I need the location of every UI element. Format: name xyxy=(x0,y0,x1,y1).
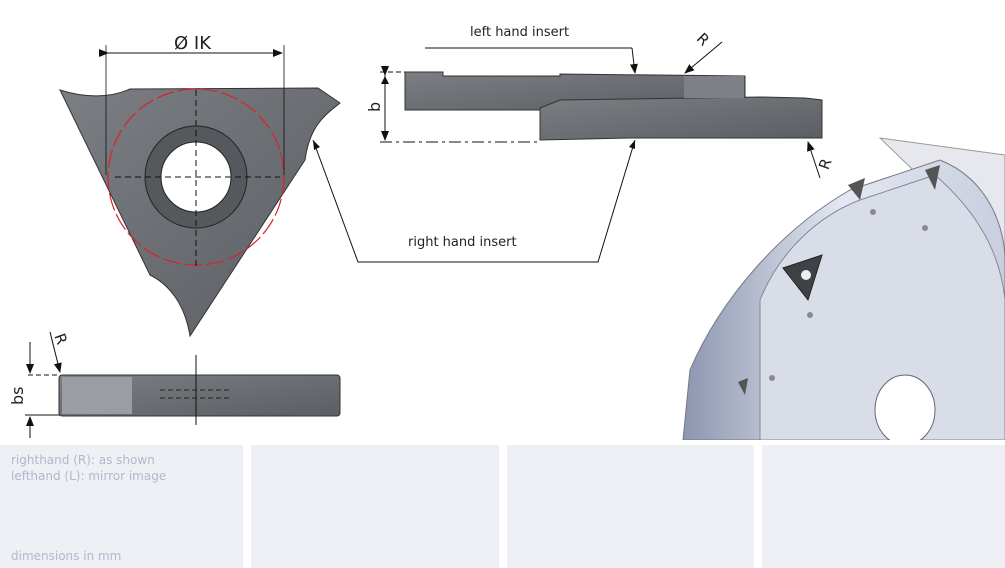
lefthand-note: lefthand (L): mirror image xyxy=(11,469,167,483)
info-panel-1: righthand (R): as shown lefthand (L): mi… xyxy=(0,445,243,568)
diameter-ik-label: Ø IK xyxy=(174,33,212,54)
right-hand-insert-label: right hand insert xyxy=(408,235,517,250)
radius-label-bottom: R xyxy=(815,156,835,172)
insert-front-views: b left hand insert R R right hand insert xyxy=(312,25,836,263)
dimensions-note: dimensions in mm xyxy=(11,549,122,563)
info-panel-2 xyxy=(251,445,499,568)
info-panel-3 xyxy=(507,445,754,568)
righthand-note: righthand (R): as shown xyxy=(11,453,155,467)
left-hand-insert-label: left hand insert xyxy=(470,25,569,40)
info-panel-4 xyxy=(762,445,1005,568)
insert-side-view: R bs xyxy=(8,331,341,438)
insert-top-view: Ø IK xyxy=(59,33,341,338)
b-label: b xyxy=(365,102,384,112)
radius-label: R xyxy=(50,331,70,347)
radius-label-top: R xyxy=(693,29,713,49)
insert-technical-drawing: Ø IK R bs b left hand insert R R xyxy=(8,25,1005,440)
milling-cutter-rendering xyxy=(682,137,1005,440)
bs-label: bs xyxy=(8,387,27,406)
